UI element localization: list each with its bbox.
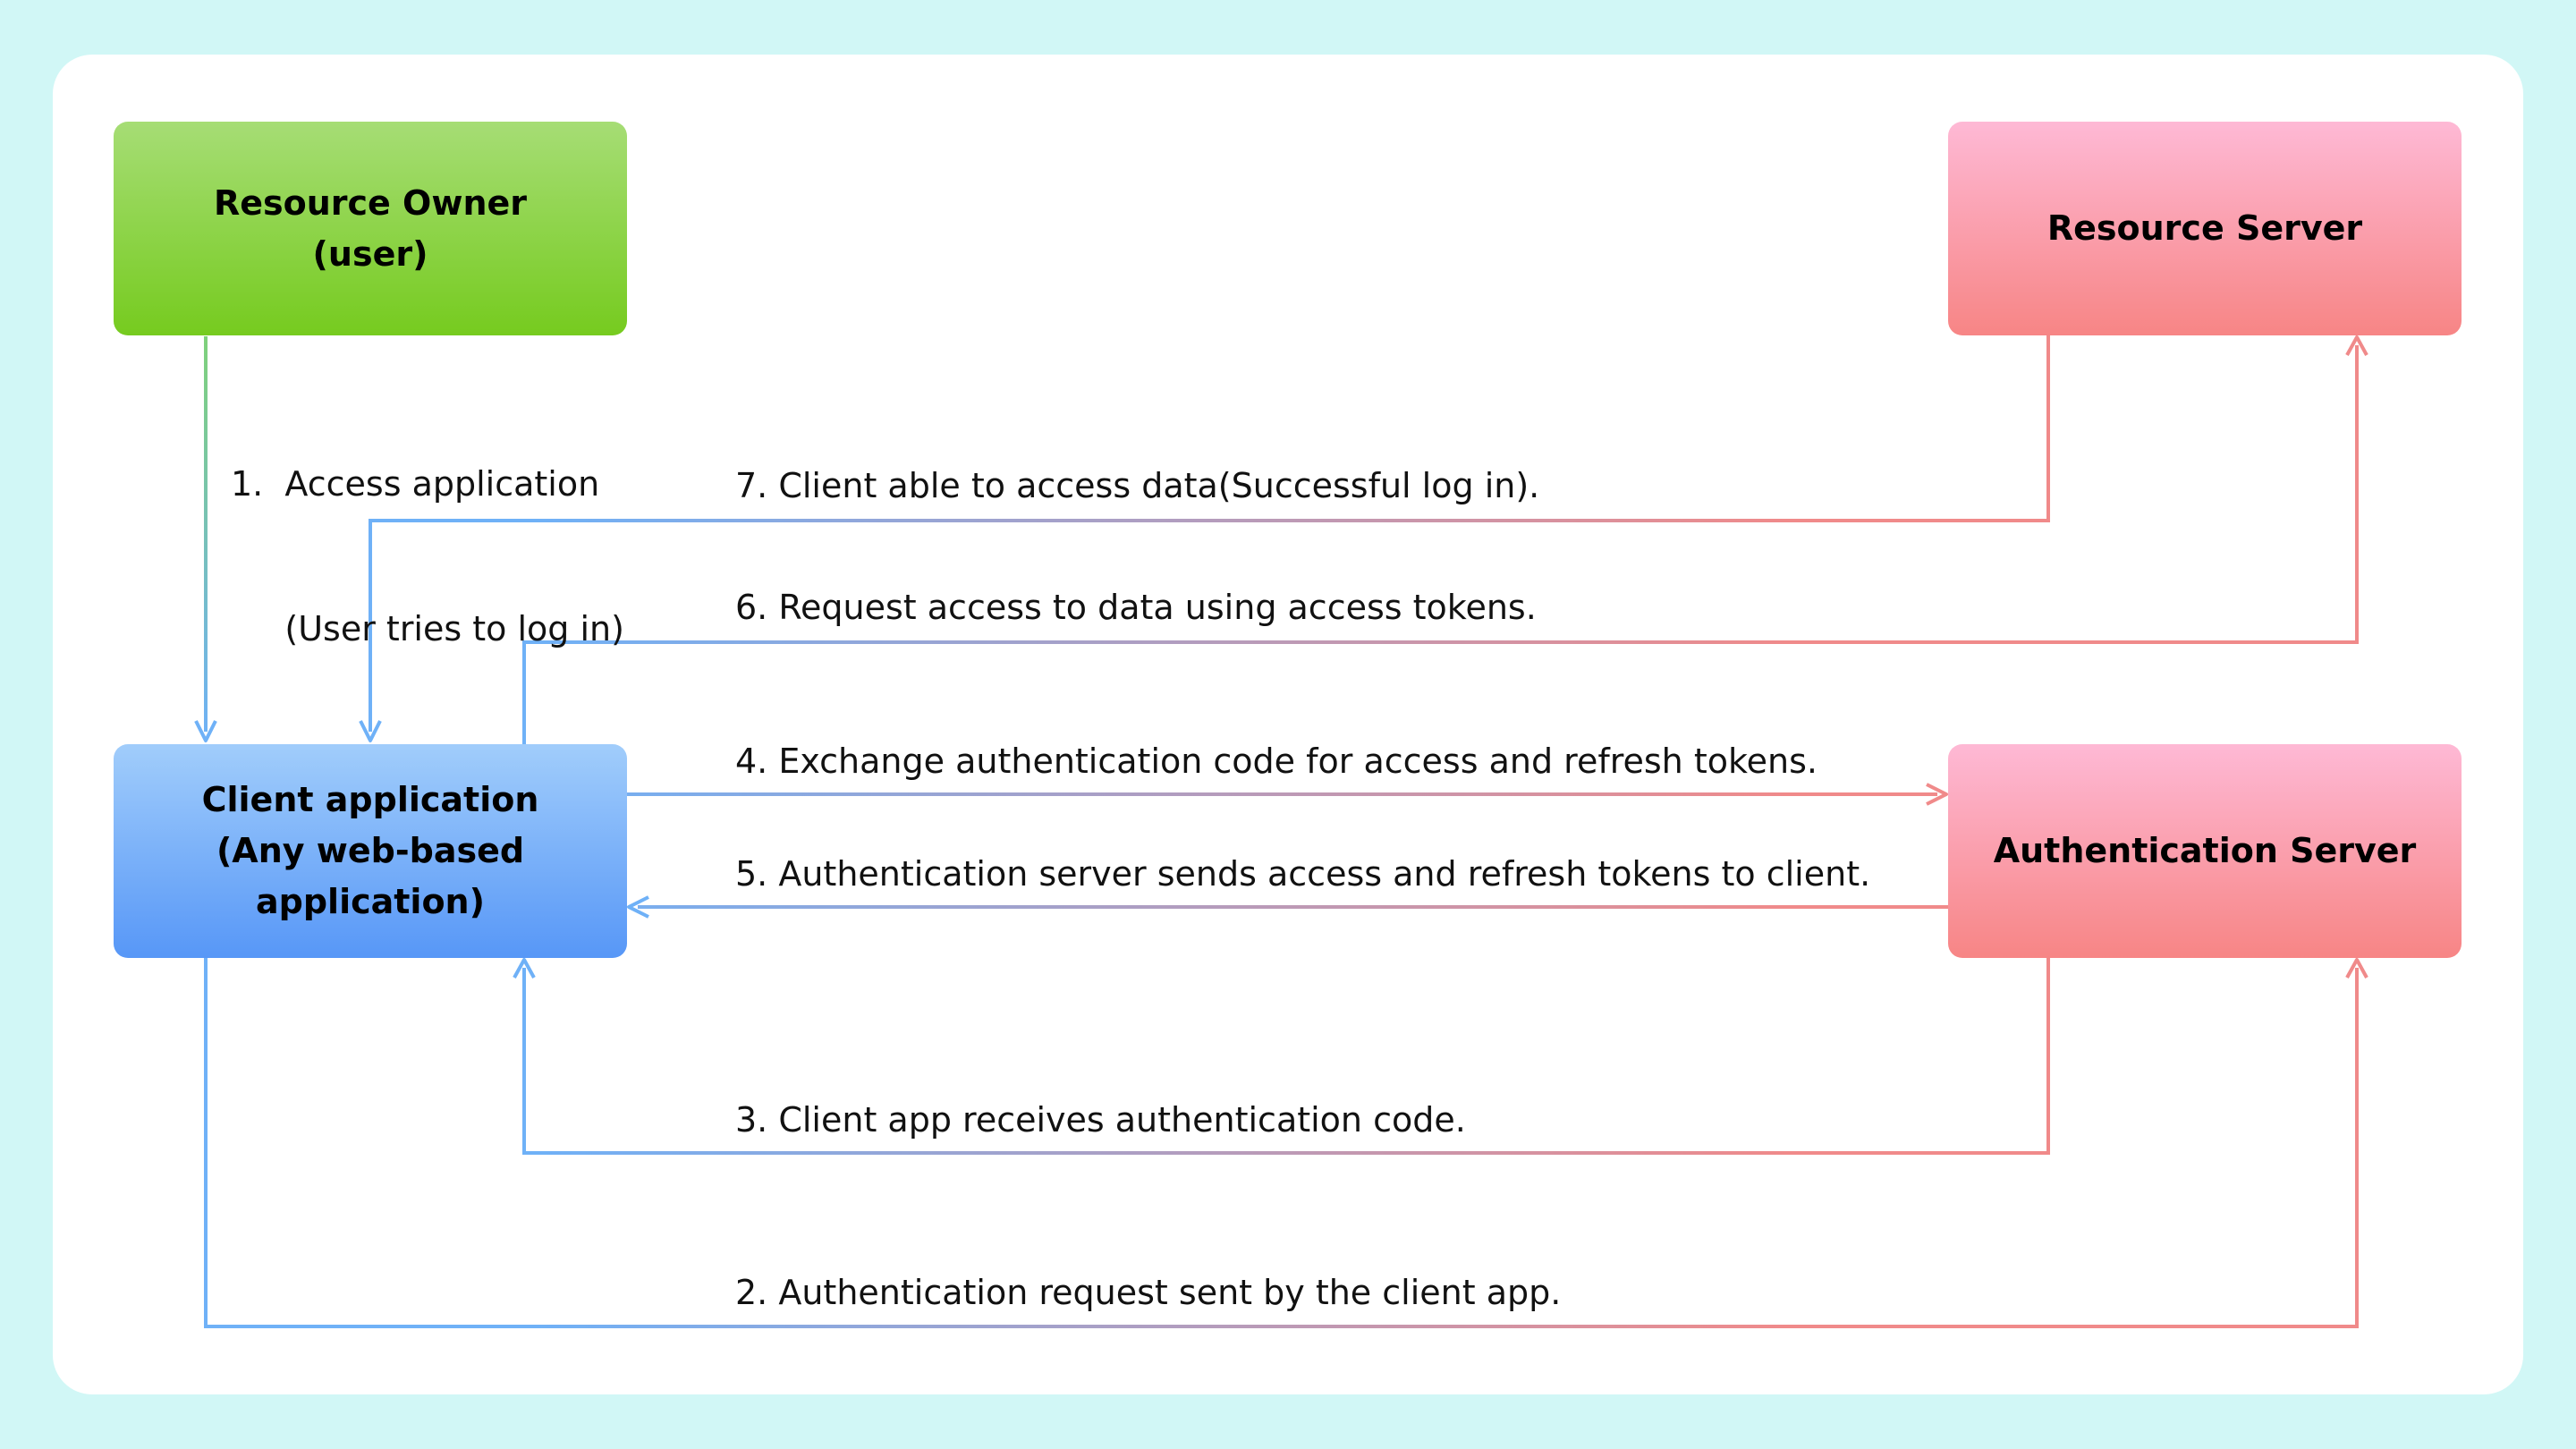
resource-server-title: Resource Server bbox=[2046, 208, 2363, 248]
flow-step5-auth-to-client bbox=[627, 895, 1948, 919]
step5-label: 5. Authentication server sends access an… bbox=[735, 854, 1871, 894]
authentication-server-box: Authentication Server bbox=[1948, 744, 2462, 958]
client-application-subtitle-2: application) bbox=[256, 882, 485, 921]
step4-label: 4. Exchange authentication code for acce… bbox=[735, 741, 1818, 781]
step2-label: 2. Authentication request sent by the cl… bbox=[735, 1273, 1562, 1312]
step7-label: 7. Client able to access data(Successful… bbox=[735, 466, 1540, 505]
step1-label: 1. Access application (User tries to log… bbox=[231, 363, 624, 701]
step1-label-line1: 1. Access application bbox=[231, 464, 600, 504]
step3-label: 3. Client app receives authentication co… bbox=[735, 1100, 1466, 1140]
client-application-subtitle-1: (Any web-based bbox=[216, 831, 525, 870]
resource-owner-title: Resource Owner bbox=[213, 182, 528, 223]
client-application-box: Client application (Any web-based applic… bbox=[114, 744, 627, 958]
step1-label-line2: (User tries to log in) bbox=[231, 609, 624, 648]
flow-step4-client-to-auth bbox=[627, 783, 1948, 806]
flow-step2-client-to-auth bbox=[204, 958, 2368, 1328]
flow-step1-owner-to-client bbox=[194, 336, 217, 742]
flow-step6-client-to-resource bbox=[522, 335, 2368, 744]
resource-server-box: Resource Server bbox=[1948, 122, 2462, 335]
step6-label: 6. Request access to data using access t… bbox=[735, 588, 1537, 627]
client-application-title: Client application bbox=[201, 780, 539, 819]
resource-owner-subtitle: (user) bbox=[312, 233, 428, 274]
flow-step7-resource-to-client bbox=[359, 335, 2050, 742]
resource-owner-box: Resource Owner (user) bbox=[114, 122, 627, 335]
flow-step3-auth-to-client bbox=[513, 958, 2050, 1155]
authentication-server-title: Authentication Server bbox=[1993, 831, 2417, 870]
